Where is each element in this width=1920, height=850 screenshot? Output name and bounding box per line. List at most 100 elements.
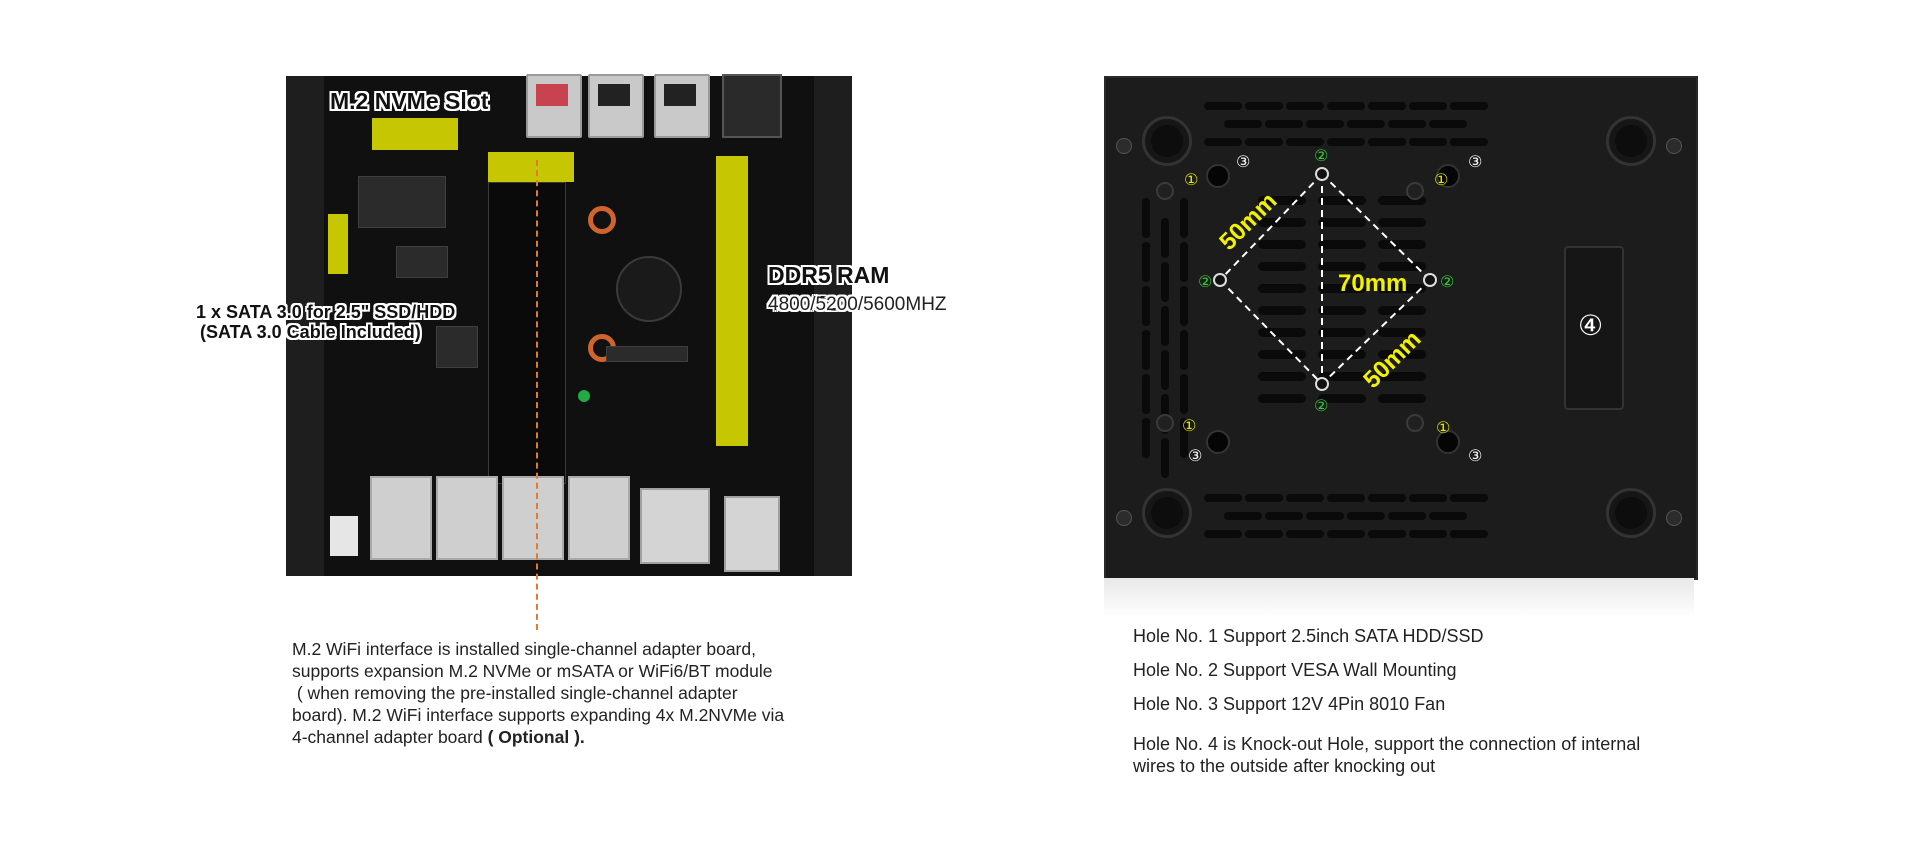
chip — [396, 246, 448, 278]
vent-slot — [1180, 418, 1188, 458]
fan-hole — [1206, 164, 1230, 188]
caption-line: board). M.2 WiFi interface supports expa… — [292, 705, 785, 725]
marker-2: ② — [1198, 272, 1213, 291]
label-sata: 1 x SATA 3.0 for 2.5" SSD/HDD — [196, 302, 456, 322]
vent-slot — [1318, 328, 1366, 337]
vent-slot — [1378, 350, 1426, 359]
vent-slot — [1258, 394, 1306, 403]
vent-slot — [1142, 418, 1150, 458]
m2-wifi-slot-highlight — [488, 152, 574, 182]
vent-slot — [1245, 530, 1283, 538]
chassis-bottom-photo: ① ① ① ① ② ② ② ② ③ ③ ③ ③ ④ 50mm 50mm 70mm — [1104, 76, 1698, 580]
vent-slot — [1409, 102, 1447, 110]
vent-slot — [1245, 494, 1283, 502]
vent-slot — [1204, 102, 1242, 110]
vent-slot — [1204, 530, 1242, 538]
marker-2: ② — [1314, 396, 1329, 415]
vent-slot — [1378, 218, 1426, 227]
usb-dual-port — [724, 496, 780, 572]
vent-slot — [1258, 262, 1306, 271]
vent-slot — [1450, 530, 1488, 538]
vent-slot — [1378, 328, 1426, 337]
chip — [436, 326, 478, 368]
vent-slot — [1180, 330, 1188, 370]
motherboard-photo — [286, 74, 852, 576]
vent-slot — [1450, 494, 1488, 502]
m2-slot — [358, 176, 446, 228]
vent-slot — [1161, 350, 1169, 390]
vent-slot — [1224, 120, 1262, 128]
hdd-hole — [1156, 182, 1174, 200]
label-sata-cable: (SATA 3.0 Cable Included) — [200, 322, 421, 342]
vent-slot — [1429, 120, 1467, 128]
vent-slot — [1318, 394, 1366, 403]
m2-nvme-slot-highlight — [372, 118, 458, 150]
vent-slot — [1347, 120, 1385, 128]
vesa-line — [1321, 173, 1431, 281]
vent-slot — [1327, 138, 1365, 146]
vesa-hole — [1315, 377, 1329, 391]
reflection — [1104, 578, 1694, 618]
screw — [1116, 138, 1132, 154]
dp-port — [640, 488, 710, 564]
vent-slot — [1204, 138, 1242, 146]
vent-slot — [1318, 196, 1366, 205]
optional-note: ( Optional ). — [487, 727, 585, 747]
caption-line: M.2 WiFi interface is installed single-c… — [292, 639, 756, 659]
vent-slot — [1378, 284, 1426, 293]
marker-2: ② — [1440, 272, 1455, 291]
vent-slot — [1161, 438, 1169, 478]
mount-ring — [588, 206, 616, 234]
vent-slot — [1265, 512, 1303, 520]
screw — [1116, 510, 1132, 526]
caption-line: ( when removing the pre-installed single… — [292, 683, 738, 703]
lan-port — [370, 476, 432, 560]
vesa-line — [1219, 279, 1323, 385]
vent-slot — [1450, 138, 1488, 146]
vent-slot — [1180, 286, 1188, 326]
marker-3: ③ — [1468, 446, 1483, 465]
vent-slot — [1409, 138, 1447, 146]
chassis-rail-left — [286, 76, 325, 576]
usb-port — [654, 74, 710, 138]
marker-1: ① — [1182, 416, 1197, 435]
screw — [1666, 510, 1682, 526]
pointer-line — [536, 160, 538, 630]
marker-3: ③ — [1236, 152, 1251, 171]
vent-slot — [1318, 218, 1366, 227]
vent-slot — [1409, 530, 1447, 538]
chassis-rail-right — [813, 76, 852, 576]
vent-slot — [1142, 286, 1150, 326]
vent-slot — [1368, 494, 1406, 502]
vent-slot — [1142, 330, 1150, 370]
rubber-foot — [1606, 116, 1656, 166]
vent-slot — [1258, 306, 1306, 315]
chip — [606, 346, 688, 362]
vesa-diagram — [1219, 173, 1431, 385]
vesa-hole — [1315, 167, 1329, 181]
vent-slot — [1368, 138, 1406, 146]
vent-slot — [1429, 512, 1467, 520]
vesa-hole — [1213, 273, 1227, 287]
sd-card-slot — [722, 74, 782, 138]
usb-port-red — [526, 74, 582, 138]
usb-port — [588, 74, 644, 138]
vent-slot — [1378, 306, 1426, 315]
vent-slot — [1258, 350, 1306, 359]
dimension-70mm: 70mm — [1338, 270, 1408, 297]
legend-hole-2: Hole No. 2 Support VESA Wall Mounting — [1133, 660, 1457, 680]
vent-slot — [1409, 494, 1447, 502]
label-ddr5-frequency: 4800/5200/5600MHZ — [768, 294, 947, 315]
vent-slot — [1161, 218, 1169, 258]
vent-slot — [1258, 218, 1306, 227]
caption-line: 4-channel adapter board ( Optional ). — [292, 726, 912, 748]
vent-slot — [1142, 242, 1150, 282]
vent-slot — [1378, 372, 1426, 381]
legend-hole-4-cont: wires to the outside after knocking out — [1133, 756, 1436, 776]
m2-wifi-caption: M.2 WiFi interface is installed single-c… — [292, 638, 912, 748]
vent-slot — [1347, 512, 1385, 520]
marker-4: ④ — [1578, 309, 1604, 342]
vent-slot — [1161, 306, 1169, 346]
vent-slot — [1258, 284, 1306, 293]
marker-1: ① — [1434, 170, 1449, 189]
